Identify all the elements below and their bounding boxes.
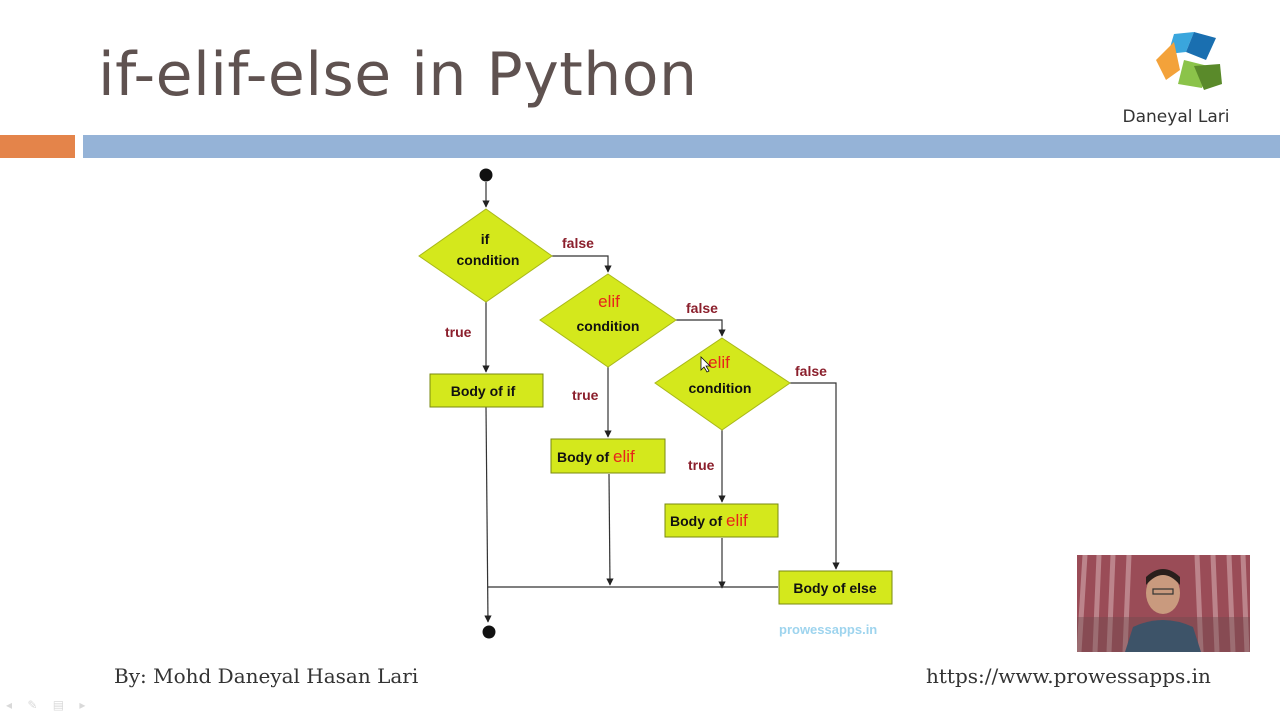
cube-logo-icon [1156,32,1222,90]
presenter-webcam [1077,555,1250,652]
body-else-label: Body of else [793,580,876,596]
watermark: prowessapps.in [779,622,877,637]
edge-label-true: true [688,457,715,473]
edge-label-false: false [562,235,594,251]
body-else-box [778,570,893,605]
accent-bar-blue [83,135,1280,158]
edge-label-false: false [795,363,827,379]
website-url: https://www.prowessapps.in [926,664,1211,688]
accent-bar-orange [0,135,75,158]
body-if-label: Body of if [451,383,516,399]
elif1-condition-text: condition [577,318,640,334]
edge-label-true: true [572,387,599,403]
elif2-condition-text: condition [689,380,752,396]
edge-label-false: false [686,300,718,316]
if-condition-diamond [418,208,553,303]
author-credit: By: Mohd Daneyal Hasan Lari [114,664,419,688]
slide-title: if-elif-else in Python [98,40,698,110]
if-keyword: if [481,231,490,247]
if-condition-text: condition [457,252,520,268]
edge-label-true: true [445,324,472,340]
brand-name: Daneyal Lari [1122,107,1230,127]
elif1-condition-diamond [539,273,677,368]
elif1-keyword: elif [598,292,620,311]
body-if-box [429,373,544,408]
end-node [482,625,496,639]
body-elif1-label: Body of elif [557,447,635,466]
body-elif2-label: Body of elif [670,511,748,530]
mouse-cursor-icon [700,356,711,373]
elif2-keyword: elif [708,353,730,372]
elif2-condition-diamond [654,337,791,431]
webcam-presenter-icon [1077,555,1250,652]
start-node [479,168,493,182]
body-elif2-box [664,503,779,538]
slide-nav-icons[interactable]: ◂ ✎ ▤ ▸ [6,698,92,712]
body-elif1-box [550,438,666,474]
